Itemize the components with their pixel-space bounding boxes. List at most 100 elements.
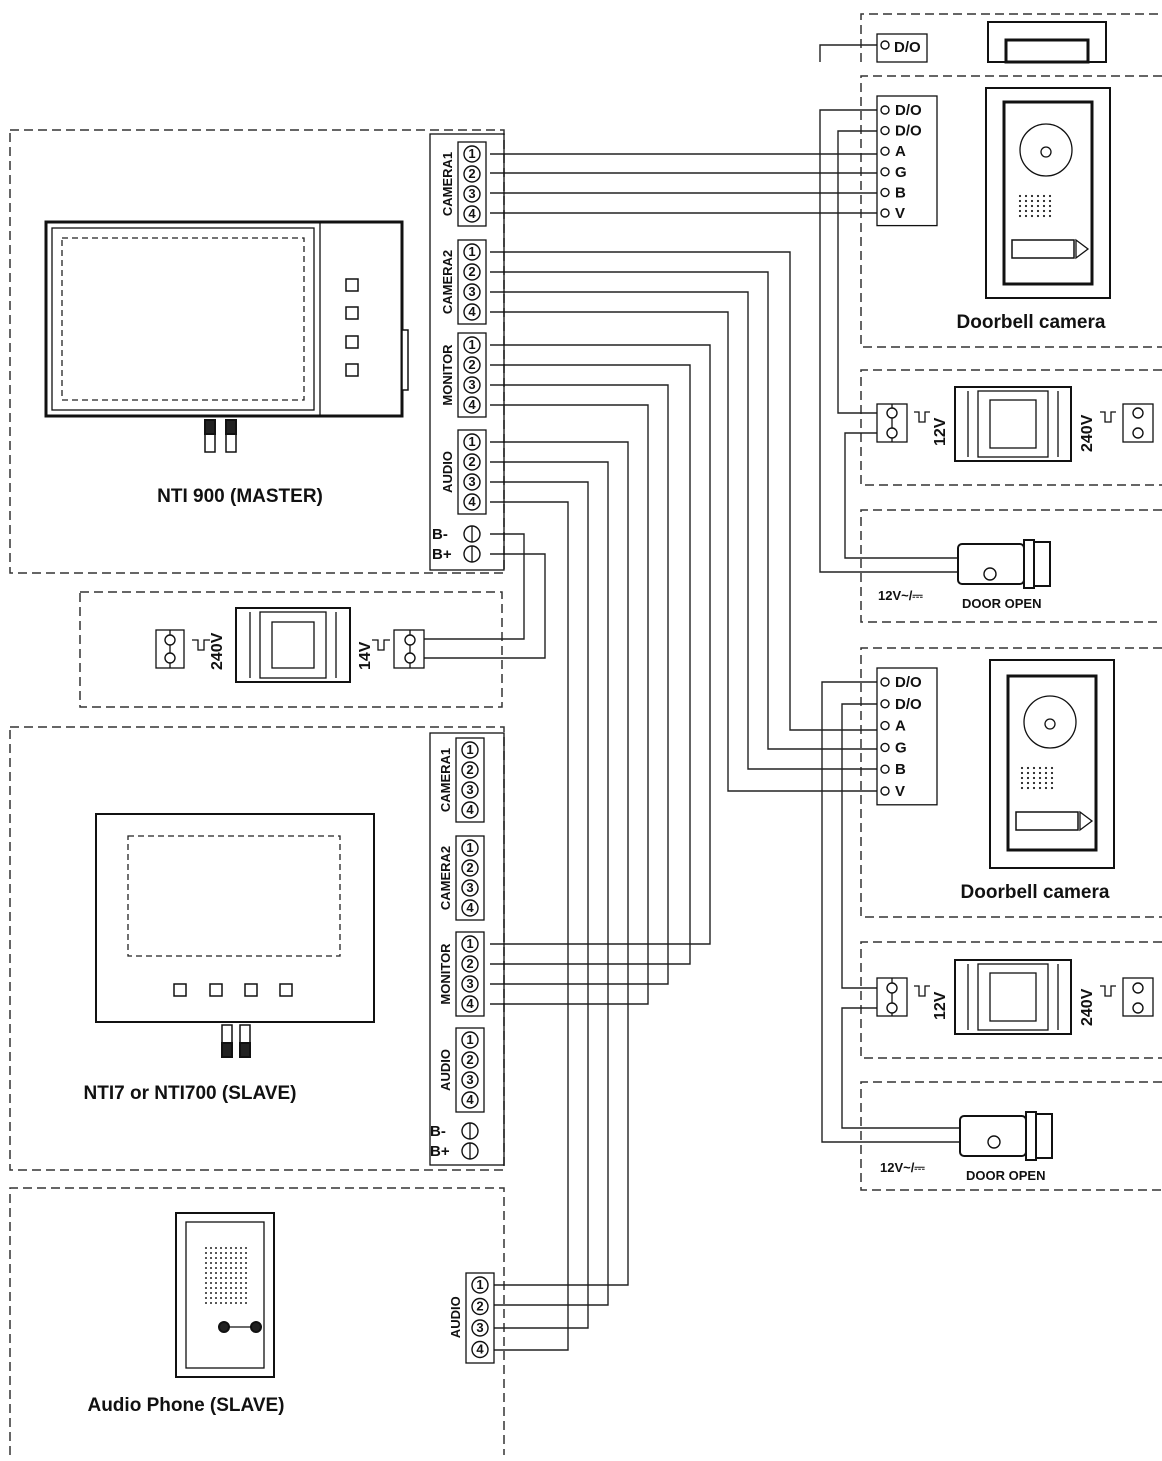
camera2-terminal-screw [880,699,890,709]
master-camera2-pin-number: 4 [468,304,476,319]
camera2-call-button[interactable] [1015,811,1079,831]
slave-camera1-label: CAMERA1 [438,748,453,812]
camera1-psu-box [860,369,1162,486]
slave-button-3[interactable] [244,983,258,997]
master-button-3[interactable] [345,335,359,349]
camera1-psu [876,386,1154,462]
camera2-lens-icon [1023,695,1077,749]
slave-terminal-strip: 1234CAMERA11234CAMERA21234MONITOR1234AUD… [429,732,505,1166]
camera2-psu-output-label: 12V [932,991,949,1020]
master-audio-pin-number: 4 [468,494,476,509]
master-monitor-pin-number: 1 [468,337,475,352]
phone-audio-pin-number: 2 [476,1299,483,1314]
slave-camera2-screw [461,899,479,917]
camera2-terminal-screw [880,786,890,796]
camera1-pin-label: G [895,164,907,181]
lock1-label: DOOR OPEN [962,596,1041,611]
camera2-pin-label: D/O [895,674,922,691]
camera0-partial-box [860,13,1162,62]
master-audio-screw [463,433,481,451]
master-camera1-pin-number: 3 [468,186,475,201]
lock2-box [860,1081,1162,1191]
master-audio-pin-number: 1 [468,434,475,449]
camera2-terminal-screw [880,764,890,774]
master-audio-screw [463,473,481,491]
slave-audio-screw [461,1091,479,1109]
lock2-voltage-label: 12V~/⎓ [880,1160,925,1175]
lock2 [959,1111,1053,1161]
slave-button-4[interactable] [279,983,293,997]
phone-audio-pin-number: 3 [476,1320,483,1335]
camera1-speaker-grille [1018,194,1052,218]
slave-monitor-screw [461,995,479,1013]
camera1-pin-label: V [895,205,905,222]
slave-camera2-screw [461,879,479,897]
slave-camera2-label: CAMERA2 [438,846,453,910]
master-camera2-screw [463,283,481,301]
master-audio-screw [463,453,481,471]
slave-audio-screw [461,1031,479,1049]
camera1-box [860,75,1162,348]
camera1-title: Doorbell camera [957,312,1106,333]
master-monitor-label: MONITOR [440,344,455,406]
slave-audio-pin-number: 1 [466,1032,473,1047]
camera2-pin-label: B [895,761,906,778]
slave-camera2-screw [461,839,479,857]
slave-audio-screw [461,1071,479,1089]
camera2-psu-mains-label: 240V [1079,988,1096,1026]
audio-phone-call-button[interactable] [218,1321,230,1333]
master-camera1-screw [463,165,481,183]
slave-button-2[interactable] [209,983,223,997]
slave-camera2-screw [461,859,479,877]
slave-button-1[interactable] [173,983,187,997]
master-bplus-label: B+ [432,546,452,563]
master-camera1-pin-number: 1 [468,146,475,161]
lock1-box [860,509,1162,623]
camera1-terminal-screw [880,105,890,115]
master-audio-pin-number: 3 [468,474,475,489]
camera1-pin-label: D/O [895,123,922,140]
lock1 [957,539,1051,589]
phone-audio-pin-number: 1 [476,1277,483,1292]
master-camera1-screw [463,185,481,203]
master-psu-output-label: 14V [357,641,374,670]
slave-monitor [95,813,375,1058]
slave-camera2-pin-number: 3 [466,880,473,895]
slave-audio-pin-number: 4 [466,1092,474,1107]
master-psu [155,607,425,683]
camera1-terminal-screw [880,167,890,177]
master-camera1-label: CAMERA1 [440,152,455,216]
slave-bplus-label: B+ [430,1143,450,1160]
master-button-1[interactable] [345,278,359,292]
master-camera1-screw [463,205,481,223]
camera2-title: Doorbell camera [961,882,1110,903]
audio-phone-box [9,1187,505,1455]
wires [422,44,1040,1351]
camera2-psu-box [860,941,1162,1059]
master-monitor-screw [463,376,481,394]
slave-camera1-screw [461,761,479,779]
master-camera1-pin-number: 2 [468,166,475,181]
slave-camera1-pin-number: 2 [466,762,473,777]
camera1-call-button[interactable] [1011,239,1075,259]
audio-phone-grille [205,1247,247,1304]
camera1-terminal-screw [880,146,890,156]
slave-bminus-label: B- [430,1123,446,1140]
slave-camera1-pin-number: 1 [466,742,473,757]
camera2-terminal-screw [880,742,890,753]
master-button-4[interactable] [345,363,359,377]
slave-monitor-pin-number: 1 [466,936,473,951]
master-monitor-screw [463,336,481,354]
camera2-speaker-grille [1020,766,1054,790]
camera1-terminal-screw [880,125,890,136]
master-audio-label: AUDIO [440,451,455,493]
phone-audio-screw [471,1297,489,1316]
master-button-2[interactable] [345,306,359,320]
master-camera2-pin-number: 1 [468,244,475,259]
camera2-pin-label: V [895,783,905,800]
slave-audio-label: AUDIO [438,1049,453,1091]
slave-camera2-pin-number: 2 [466,860,473,875]
master-monitor [44,220,409,453]
